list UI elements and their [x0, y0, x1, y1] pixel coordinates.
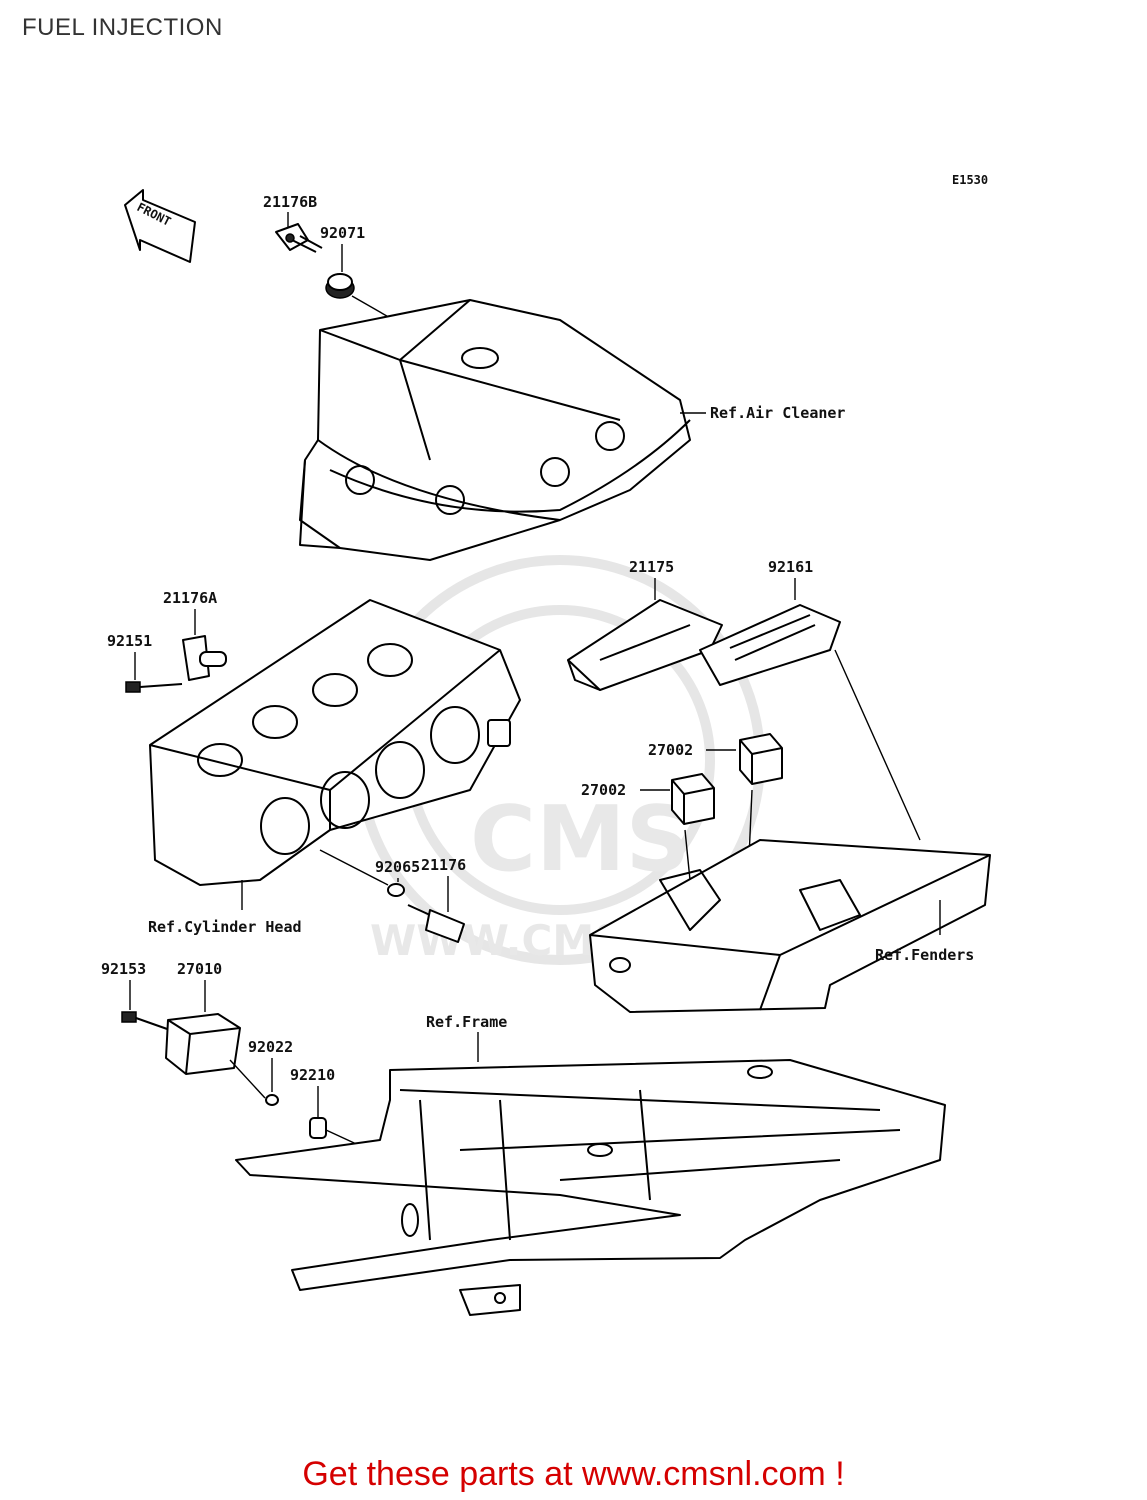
- cylinder-head: [149, 599, 521, 886]
- diagram-code: E1530: [952, 173, 988, 187]
- ref-fenders: Ref.Fenders: [875, 946, 974, 964]
- label-21176b: 21176B: [263, 193, 317, 211]
- fender-tray: [589, 839, 991, 1013]
- label-92153: 92153: [101, 960, 146, 978]
- label-92022: 92022: [248, 1038, 293, 1056]
- relay-27002-upper: [739, 733, 783, 785]
- label-21176a: 21176A: [163, 589, 217, 607]
- label-21176: 21176: [421, 856, 466, 874]
- label-27002-upper: 27002: [648, 741, 693, 759]
- ecu-21175: [567, 599, 723, 691]
- front-arrow-icon: FRONT: [124, 189, 196, 263]
- sensor-27010: [165, 1013, 241, 1075]
- footer-cta[interactable]: Get these parts at www.cmsnl.com !: [302, 1455, 845, 1493]
- ref-air-cleaner: Ref.Air Cleaner: [710, 404, 845, 422]
- collar-92210: [309, 1117, 327, 1139]
- label-92210: 92210: [290, 1066, 335, 1084]
- holder-92161: [699, 604, 841, 686]
- air-cleaner-housing: [299, 299, 691, 561]
- label-27002-lower: 27002: [581, 781, 626, 799]
- label-92161: 92161: [768, 558, 813, 576]
- label-92071: 92071: [320, 224, 365, 242]
- washer-92065: [387, 883, 405, 897]
- washer-92022: [265, 1094, 279, 1106]
- label-27010: 27010: [177, 960, 222, 978]
- sensor-21176b: [275, 223, 323, 253]
- grommet-92071: [325, 273, 355, 299]
- label-92151: 92151: [107, 632, 152, 650]
- ref-cylinder-head: Ref.Cylinder Head: [148, 918, 302, 936]
- label-92065: 92065: [375, 858, 420, 876]
- rear-frame: [235, 1059, 946, 1316]
- parts-diagram: CMS WWW.CMSNL.COM E1530 FRONT 21176B 920…: [101, 173, 991, 1316]
- bolt-92151: [125, 681, 183, 693]
- ref-frame: Ref.Frame: [426, 1013, 507, 1031]
- relay-27002-lower: [671, 773, 715, 825]
- label-21175: 21175: [629, 558, 674, 576]
- sensor-21176: [407, 904, 465, 943]
- watermark-brand: CMS: [470, 787, 690, 892]
- page-title: FUEL INJECTION: [22, 14, 223, 41]
- bolt-92153: [121, 1011, 171, 1031]
- sensor-21176a: [182, 635, 227, 681]
